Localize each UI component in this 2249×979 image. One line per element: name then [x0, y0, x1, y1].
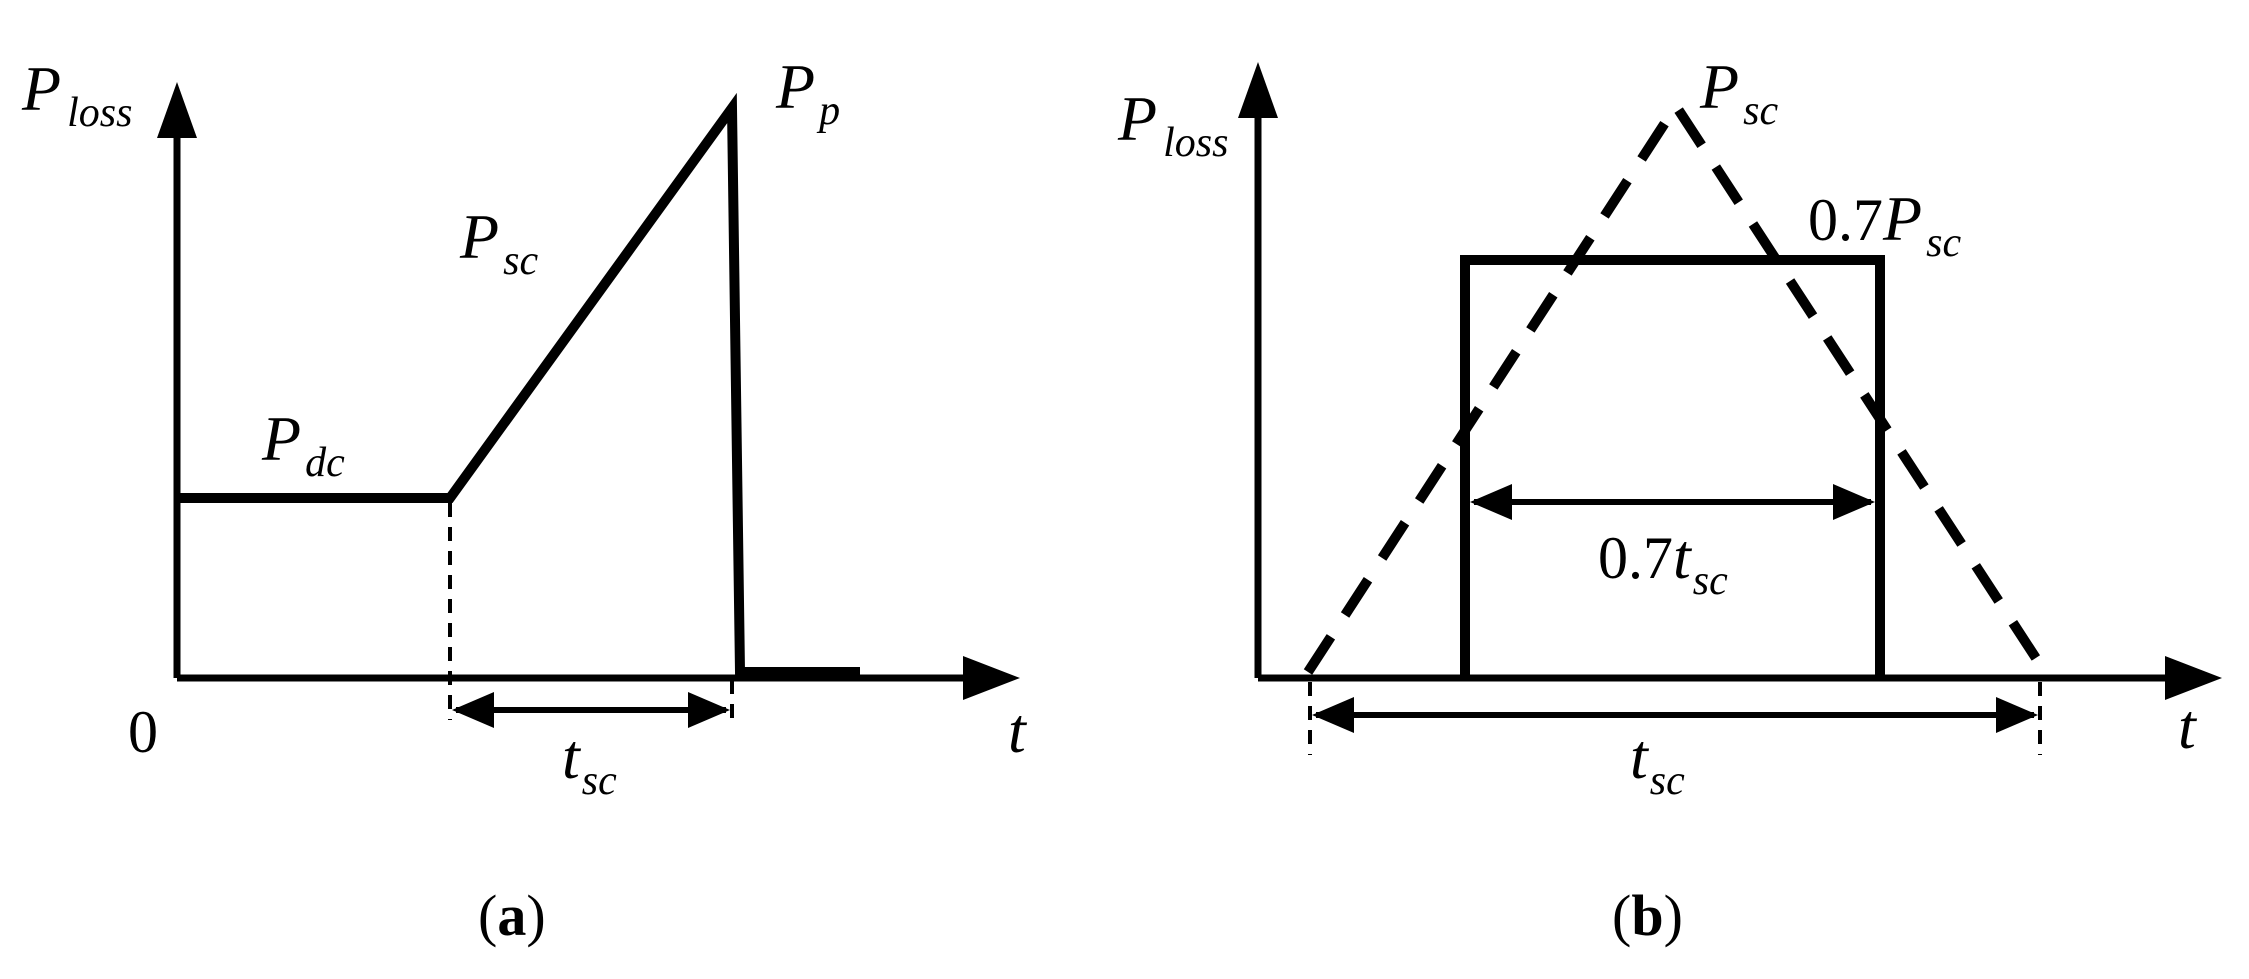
panel-a-x-axis-label: t: [1008, 695, 1028, 766]
panel-b-inner-arrowhead-right: [1833, 484, 1875, 520]
panel-b-x-axis-label: t: [2178, 691, 2198, 762]
panel-b-peak-label: Psc: [1699, 51, 1778, 134]
panel-a-duration-label: tsc: [562, 721, 617, 804]
panel-b-inner-duration-label: 0.7tsc: [1598, 521, 1728, 604]
panel-b-x-arrowhead: [2165, 656, 2222, 700]
panel-a-dc-label: Pdc: [261, 403, 345, 486]
panel-b-caption: (b): [1612, 883, 1683, 948]
panel-a-x-arrowhead: [963, 656, 1020, 700]
panel-a-peak-label: Pp: [775, 51, 840, 134]
panel-a-duration-arrowhead-right: [688, 692, 730, 728]
panel-b-duration-arrowhead-right: [1996, 697, 2038, 733]
panel-b-inner-arrowhead-left: [1470, 484, 1512, 520]
panel-a-loss-curve: [177, 92, 860, 677]
panel-b-y-arrowhead: [1238, 62, 1278, 118]
panel-a-sc-label: Psc: [459, 201, 538, 284]
panel-a-y-arrowhead: [157, 82, 197, 138]
panel-a-caption: (a): [478, 883, 546, 948]
panel-b-triangle-pulse: [1303, 96, 2050, 675]
panel-a-duration-arrowhead-left: [452, 692, 494, 728]
panel-a-origin-label: 0: [128, 699, 158, 765]
panel-b-duration-arrowhead-left: [1312, 697, 1354, 733]
panel-b-rectangle-label: 0.7Psc: [1808, 183, 1961, 266]
panel-b-duration-label: tsc: [1630, 721, 1685, 804]
panel-b-rectangle-pulse: [1460, 255, 1885, 678]
